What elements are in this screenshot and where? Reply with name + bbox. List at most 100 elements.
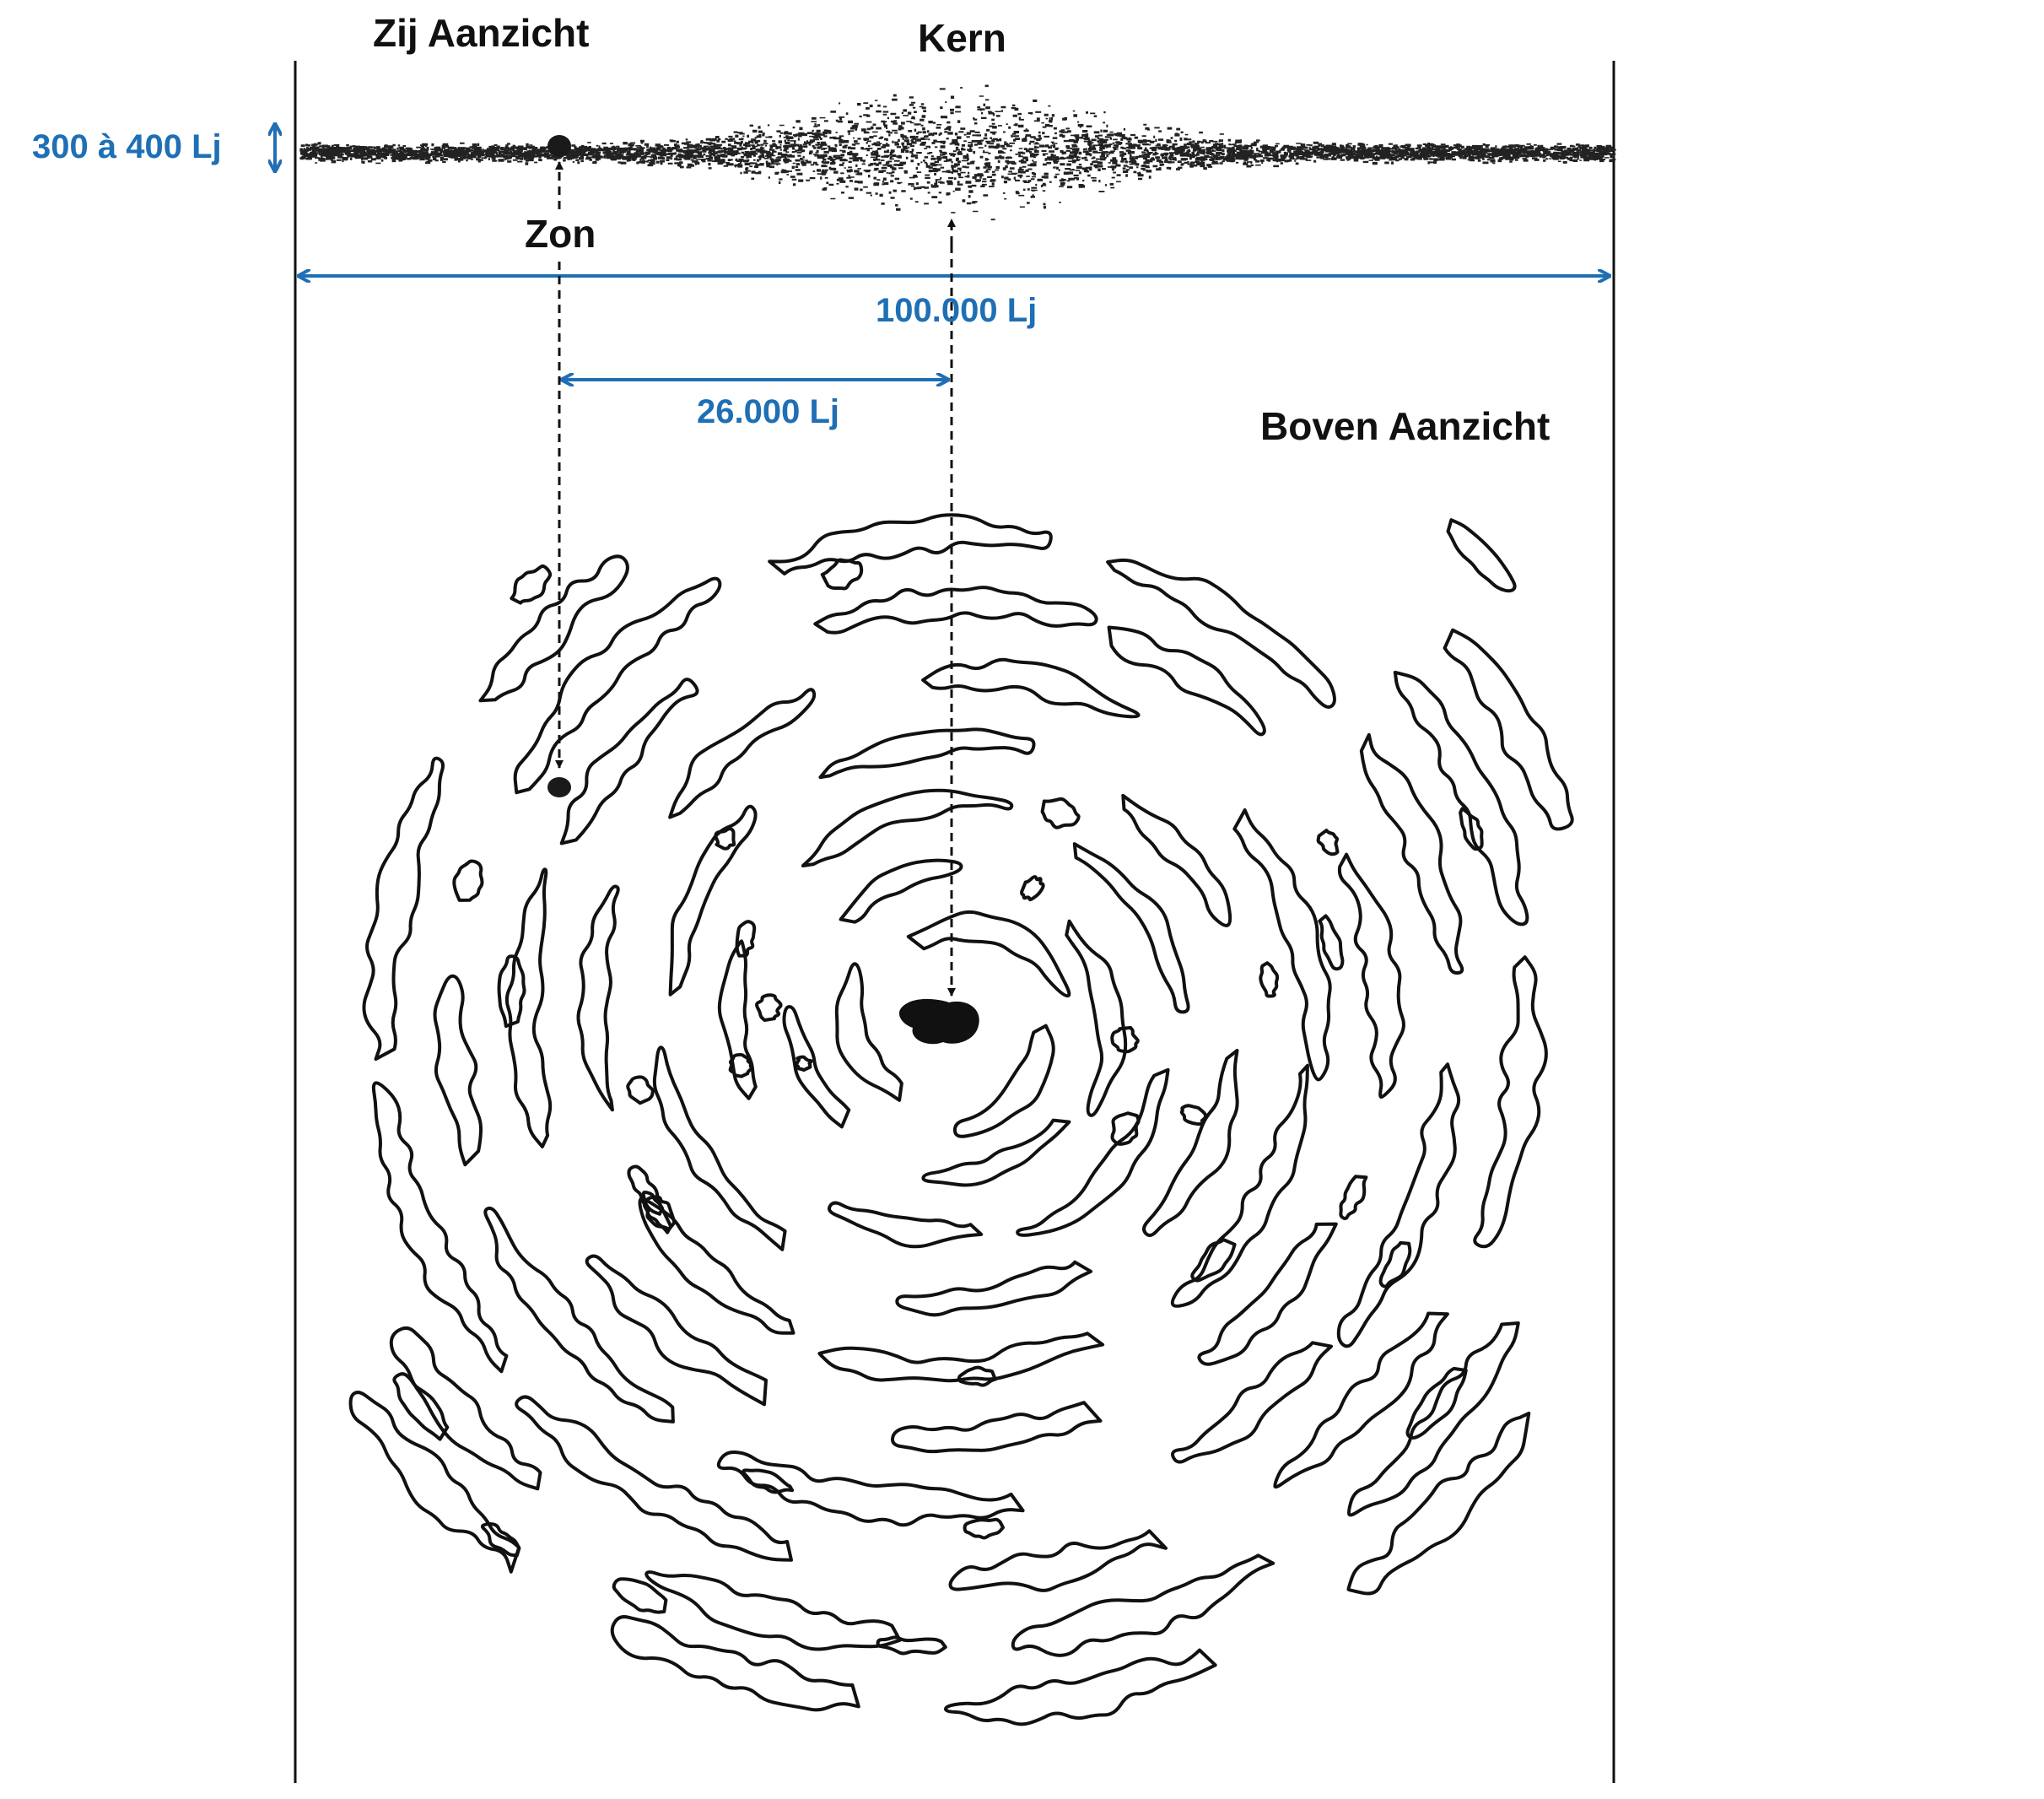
spiral-arm-contour	[952, 1024, 1055, 1138]
spiral-arm-contour	[948, 1529, 1168, 1592]
spiral-arm-contour	[1040, 797, 1081, 829]
sun-top-marker	[547, 777, 571, 797]
spiral-arm-contour	[782, 1005, 851, 1129]
spiral-arm-contour	[1072, 842, 1190, 1014]
spiral-arm-contour	[668, 804, 758, 997]
spiral-arm-contour	[817, 1332, 1105, 1383]
spiral-arm-contour	[876, 1635, 947, 1656]
core-label: Kern	[918, 16, 1006, 60]
spiral-arm-contour	[1336, 1062, 1461, 1348]
spiral-arm-contour	[1065, 919, 1128, 1117]
spiral-arm-contour	[576, 884, 620, 1112]
spiral-arm-contour	[1459, 807, 1484, 851]
spiral-arm-contour	[1259, 961, 1280, 998]
spiral-arm-contour	[1190, 1238, 1237, 1283]
spiral-arm-contour	[1171, 1341, 1333, 1464]
spiral-arm-contour	[963, 1517, 1005, 1540]
spiral-arm-contour	[1011, 1553, 1275, 1657]
spiral-arm-contour	[921, 1118, 1071, 1187]
top-view-title: Boven Aanzicht	[1260, 404, 1551, 448]
spiral-arm-contour	[452, 859, 484, 902]
spiral-arm-contour	[433, 974, 483, 1167]
spiral-arm-contour	[668, 688, 817, 819]
spiral-arm-contour	[510, 564, 553, 605]
spiral-arm-contour	[1016, 1067, 1170, 1237]
spiral-arm-contour	[1346, 1411, 1531, 1596]
spiral-arm-contour	[834, 962, 903, 1102]
side-view-disk	[299, 84, 1616, 221]
sun-side-marker	[547, 135, 571, 157]
spiral-arm-contour	[1405, 1366, 1468, 1440]
spiral-arm-contour	[1110, 1025, 1140, 1054]
spiral-arm-contour	[818, 727, 1036, 780]
spiral-arm-contour	[768, 513, 1053, 575]
spiral-arm-contour	[559, 678, 699, 845]
spiral-arm-contour	[1337, 852, 1405, 1099]
spiral-arm-contour	[1339, 1175, 1368, 1220]
spiral-arm-contour	[921, 657, 1141, 719]
core-blob	[898, 998, 979, 1045]
spiral-arm-contour	[1107, 625, 1266, 737]
spiral-arm-contour	[1446, 518, 1517, 593]
spiral-arm-contour	[652, 1045, 787, 1251]
spiral-arm-contour	[626, 1075, 655, 1105]
spiral-arm-contour	[371, 1081, 509, 1374]
sun-label: Zon	[525, 212, 596, 256]
spiral-arm-contour	[515, 1395, 793, 1562]
spiral-arm-contour	[890, 1401, 1103, 1454]
spiral-arm-contour	[813, 586, 1098, 635]
side-view-stipple	[299, 84, 1616, 221]
spiral-arm-contour	[1316, 829, 1340, 856]
spiral-arm-contour	[1359, 732, 1464, 975]
spiral-arm-contour	[820, 558, 864, 591]
spiral-arm-contour	[480, 1522, 521, 1558]
spiral-arm-contour	[895, 1260, 1093, 1317]
spiral-arm-contour	[944, 1648, 1217, 1726]
spiral-arm-contour	[716, 1450, 1025, 1527]
spiral-arm-contour	[483, 1206, 675, 1424]
top-view-spiral	[348, 513, 1574, 1726]
spiral-arm-contour	[644, 1570, 902, 1651]
spiral-arm-contour	[513, 576, 722, 795]
spiral-arm-contour	[906, 910, 1071, 998]
spiral-arm-contour	[610, 1615, 860, 1712]
spiral-arm-contour	[585, 1254, 768, 1407]
spiral-arm-contour	[1121, 793, 1232, 927]
spiral-arm-contour	[1142, 1049, 1239, 1238]
spiral-arm-contour	[754, 993, 783, 1022]
diameter-label: 100.000 Lj	[876, 292, 1038, 329]
spiral-arm-contour	[728, 1052, 753, 1078]
spiral-arm-contour	[735, 920, 757, 958]
spiral-arm-contour	[801, 788, 1014, 867]
spiral-arm-contour	[1318, 914, 1345, 971]
spiral-arm-contour	[717, 939, 758, 1100]
spiral-arm-contour	[794, 1055, 813, 1072]
spiral-arm-contour	[827, 1201, 984, 1249]
spiral-arm-contour	[1393, 670, 1529, 927]
spiral-arm-contour	[1106, 558, 1336, 709]
spiral-arm-contour	[957, 1365, 997, 1387]
spiral-arm-contour	[392, 1372, 450, 1441]
spiral-arm-contour	[1232, 808, 1332, 1082]
spiral-arm-contour	[742, 1468, 795, 1494]
spiral-arm-contour	[478, 554, 629, 703]
spiral-arm-contour	[1020, 875, 1045, 902]
sun-core-distance-label: 26.000 Lj	[697, 393, 840, 430]
spiral-arm-contour	[497, 954, 526, 1029]
spiral-arm-contour	[638, 1197, 795, 1335]
spiral-arm-contour	[1378, 1240, 1412, 1288]
spiral-arm-contour	[1346, 1321, 1520, 1517]
spiral-arm-contour	[714, 827, 736, 851]
spiral-arm-contour	[1273, 1311, 1449, 1489]
spiral-arm-contour	[1179, 1104, 1208, 1126]
spiral-arm-contour	[362, 756, 445, 1062]
spiral-arm-contour	[1170, 1063, 1309, 1308]
spiral-arm-contour	[389, 1326, 542, 1491]
thickness-label: 300 à 400 Lj	[32, 128, 222, 165]
spiral-arm-contour	[612, 1577, 668, 1614]
spiral-arm-contour	[348, 1391, 521, 1574]
spiral-arm-contour	[1110, 1111, 1141, 1146]
spiral-arm-contour	[641, 1190, 673, 1234]
